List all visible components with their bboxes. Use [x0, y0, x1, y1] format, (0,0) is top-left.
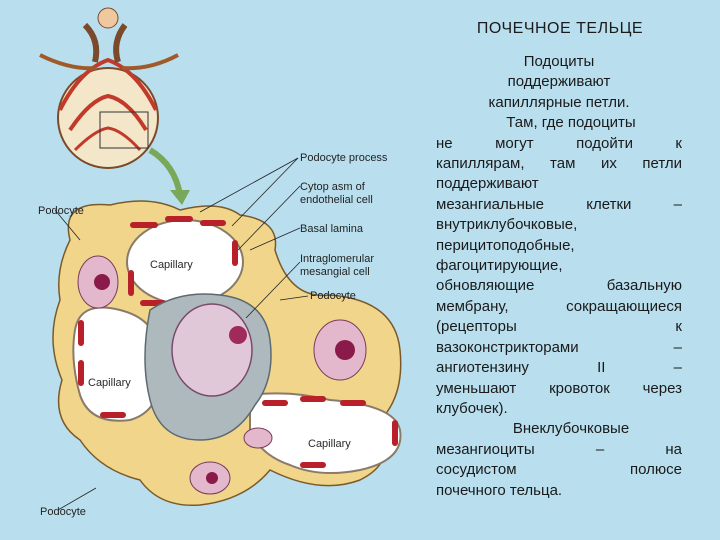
text-line: клубочек).	[436, 399, 508, 417]
text-line: вазоконстрикторами –	[436, 338, 682, 356]
label-podocyte-left: Podocyte	[38, 205, 84, 217]
slide-body-text: Подоциты поддерживают капиллярные петли.…	[436, 52, 682, 501]
text-line: капиллярные петли.	[488, 93, 630, 111]
endothelial-nucleus	[243, 427, 273, 449]
text-line: обновляющие базальную	[436, 277, 682, 295]
text-line: Внеклубочковые	[512, 420, 630, 438]
glomerulus-inset	[39, 7, 179, 169]
text-line: внутриклубочковые,	[436, 216, 578, 234]
label-capillary-right: Capillary	[308, 438, 351, 450]
text-line: не могут подойти к	[436, 134, 682, 152]
text-line: поддерживают	[436, 175, 539, 193]
text-line: уменьшают кровоток через	[436, 379, 682, 397]
text-line: мембрану, сокращающиеся	[436, 297, 682, 315]
text-line: Подоциты	[523, 53, 595, 70]
label-intraglomerular-2: mesangial cell	[300, 266, 370, 278]
label-capillary-left: Capillary	[88, 377, 131, 389]
label-podocyte-bottom: Podocyte	[40, 506, 86, 518]
zoom-arrow	[148, 147, 183, 196]
text-line: мезангиальные клетки –	[436, 195, 682, 213]
text-line: поддерживают	[507, 73, 611, 91]
zoom-arrowhead	[170, 190, 190, 205]
text-line: перицитоподобные,	[436, 236, 575, 254]
text-line: сосудистом полюсе	[436, 461, 682, 479]
mesangial-nucleus	[171, 303, 253, 397]
text-line: фагоцитирующие,	[436, 257, 563, 275]
text-line: Там, где подоциты	[506, 114, 636, 132]
label-podocyte-right: Podocyte	[310, 290, 356, 302]
label-podocyte-process: Podocyte process	[300, 152, 388, 164]
label-basal-lamina: Basal lamina	[300, 223, 364, 235]
label-intraglomerular-1: Intraglomerular	[300, 253, 374, 265]
slide-title: ПОЧЕЧНОЕ ТЕЛЬЦЕ	[476, 20, 644, 37]
text-line: капиллярам, там их петли	[436, 155, 682, 173]
label-capillary-top: Capillary	[150, 259, 193, 271]
text-line: (рецепторы к	[436, 318, 682, 336]
glomerulus-diagram: Podocyte process Cytop asm of endothelia…	[38, 7, 402, 518]
text-line: почечного тельца.	[436, 481, 563, 499]
label-cytoplasm-2: endothelial cell	[300, 194, 373, 206]
text-line: ангиотензину II –	[436, 359, 682, 377]
label-cytoplasm-1: Cytop asm of	[300, 181, 366, 193]
text-line: мезангиоциты – на	[436, 440, 682, 458]
